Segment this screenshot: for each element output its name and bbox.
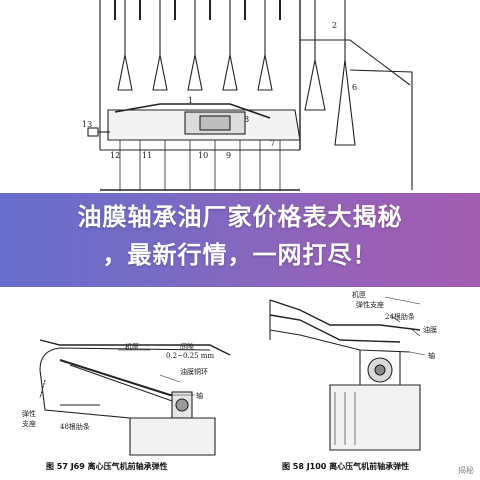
fig58-casing-label: 机匣 [352,291,366,299]
watermark: 揭秘 [458,466,474,475]
fig58-elastic-label: 弹性支座 [356,301,384,309]
figure-number-1: 1 [188,96,194,105]
figure-number-9: 9 [226,151,232,160]
fig58-ribs-label: 24根肋条 [385,313,415,321]
fig57-shaft-label: 轴 [196,392,203,400]
figure-number-2: 2 [332,21,338,30]
figure-number-6: 6 [352,83,358,92]
fig58-shaft-label: 轴 [428,352,435,360]
fig57-gap-label: 间隙 [180,343,194,351]
fig57-casing-label: 机匣 [125,343,139,351]
fig57-ribs-label: 48根肋条 [60,423,90,431]
fig58-oil-film-label: 油膜 [423,326,437,334]
figure-number-8: 8 [244,115,250,124]
figure-number-7: 7 [270,139,276,148]
fig57-ring-label: 油膜铜环 [180,368,208,376]
banner-title-line-2: ，最新行情，一网打尽！ [102,241,378,269]
fig58-caption: 图 58 J100 离心压气机前轴承弹性 [282,462,410,471]
fig57-gap-value: 0.2~0.25 mm [166,352,215,360]
figure-number-13: 13 [82,120,93,129]
fig57-elastic-label-2: 支座 [22,420,36,428]
title-banner [0,193,480,287]
figure-number-10: 10 [198,151,209,160]
figure-number-12: 12 [110,151,121,160]
top-figure-drawing [87,0,413,191]
banner-title: 油膜轴承油厂家价格表大揭秘 ，最新行情，一网打尽！ [0,198,480,274]
banner-title-line-1: 油膜轴承油厂家价格表大揭秘 [77,203,403,231]
figure-number-11: 11 [142,151,153,160]
fig57-elastic-label-1: 弹性 [22,410,36,418]
fig57-caption: 图 57 J69 离心压气机前轴承弹性 [46,462,168,471]
